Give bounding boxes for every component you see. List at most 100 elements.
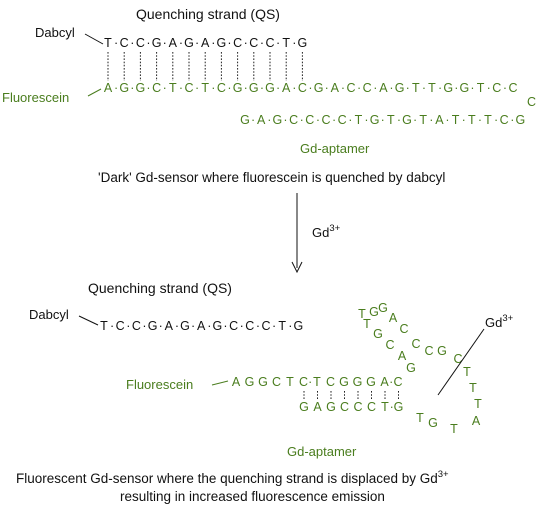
stem-base: T (286, 375, 294, 389)
qs-base: G (152, 36, 162, 50)
loop-base: A (472, 414, 481, 428)
qs-base: G (217, 36, 227, 50)
loop-base: T (450, 422, 458, 436)
bond-dot: · (244, 81, 248, 95)
aptamer-base: G (233, 81, 243, 95)
aptamer-base: G (136, 81, 146, 95)
aptamer-base: T (452, 113, 460, 127)
stem-base: C (353, 400, 362, 414)
bond-dot: · (159, 319, 163, 333)
stem-base: C (326, 375, 335, 389)
bond-dot: · (276, 36, 280, 50)
stem-base: A (313, 400, 322, 414)
bond-dot: · (260, 36, 264, 50)
loop-base: C (453, 352, 462, 366)
aptamer-base: C (363, 81, 372, 95)
aptamer-base: T (419, 113, 427, 127)
bond-dot: · (256, 319, 260, 333)
bond-dot: · (179, 81, 183, 95)
top-aptamer-row2: G·A·G·C·C·C·C·T·G·T·G·T·A·T·T·T·C·G (240, 113, 525, 127)
bond-dot: · (142, 319, 146, 333)
bond-dot: · (487, 81, 491, 95)
aptamer-base: G (516, 113, 526, 127)
bond-dot: · (163, 36, 167, 50)
reaction-arrow-head (291, 261, 303, 274)
bond-dot: · (325, 81, 329, 95)
top-qs-sequence: T·C·C·G·A·G·A·G·C·C·C·T·G (104, 36, 307, 50)
aptamer-base: A (435, 113, 444, 127)
aptamer-base: T (201, 81, 209, 95)
bond-dot: · (503, 81, 507, 95)
bond-dot: · (510, 113, 514, 127)
aptamer-base: C (492, 81, 501, 95)
top-basepair-ticks (107, 52, 303, 81)
aptamer-base: C (298, 81, 307, 95)
loop-base: T (358, 307, 366, 321)
aptamer-base: A (282, 81, 291, 95)
loop-base: A (389, 311, 398, 325)
bond-dot: · (438, 81, 442, 95)
aptamer-base: G (402, 113, 412, 127)
top-fluorescein-label: Fluorescein (2, 90, 69, 105)
bond-dot: · (227, 81, 231, 95)
top-aptamer-label: Gd-aptamer (300, 141, 370, 156)
qs-base: A (165, 319, 174, 333)
aptamer-base: C (500, 113, 509, 127)
aptamer-base: G (240, 113, 250, 127)
stem-base: C (340, 400, 349, 414)
stem-base: G (326, 400, 336, 414)
loop-base: T (474, 397, 482, 411)
aptamer-base: C (184, 81, 193, 95)
aptamer-base: G (314, 81, 324, 95)
bottom-fluorescein-label: Fluorescein (126, 377, 193, 392)
loop-base: G (378, 301, 388, 315)
top-qs-title: Quenching strand (QS) (136, 6, 280, 22)
bond-dot: · (130, 81, 134, 95)
loop-base: G (428, 416, 438, 430)
bond-dot: · (389, 81, 393, 95)
bottom-dabcyl-label: Dabcyl (29, 307, 69, 322)
stem-base: C (272, 375, 281, 389)
qs-base: C (249, 36, 258, 50)
qs-base: C (229, 319, 238, 333)
bottom-caption-line1: Fluorescent Gd-sensor where the quenchin… (16, 469, 449, 486)
bond-dot: · (406, 81, 410, 95)
aptamer-base: T (484, 113, 492, 127)
bond-dot: · (470, 81, 474, 95)
bond-dot: · (308, 375, 312, 389)
bond-dot: · (283, 113, 287, 127)
qs-base: G (180, 319, 190, 333)
aptamer-base: T (428, 81, 436, 95)
aptamer-base: C (338, 113, 347, 127)
bond-dot: · (390, 400, 394, 414)
stem-base: G (258, 375, 268, 389)
bond-dot: · (454, 81, 458, 95)
bottom-qs-title: Quenching strand (QS) (88, 280, 232, 296)
loop-base: G (369, 305, 379, 319)
aptamer-base: G (119, 81, 129, 95)
top-caption: 'Dark' Gd-sensor where fluorescein is qu… (98, 170, 445, 185)
aptamer-base: G (249, 81, 259, 95)
bond-dot: · (110, 319, 114, 333)
bond-dot: · (267, 113, 271, 127)
stem-base: G (353, 375, 363, 389)
qs-base: C (245, 319, 254, 333)
bond-dot: · (191, 319, 195, 333)
stem-base: C (367, 400, 376, 414)
bond-dot: · (332, 113, 336, 127)
qs-base: C (120, 36, 129, 50)
loop-base: T (463, 365, 471, 379)
aptamer-base: G (443, 81, 453, 95)
bond-dot: · (211, 81, 215, 95)
loop-base: T (469, 381, 477, 395)
loop-base: G (437, 344, 447, 358)
qs-base: C (132, 319, 141, 333)
top-fluorescein-linker (87, 88, 102, 97)
stem-base: A (232, 375, 241, 389)
bottom-aptamer-label: Gd-aptamer (287, 444, 357, 459)
bond-dot: · (240, 319, 244, 333)
bond-dot: · (146, 36, 150, 50)
stem-base: G (366, 375, 376, 389)
